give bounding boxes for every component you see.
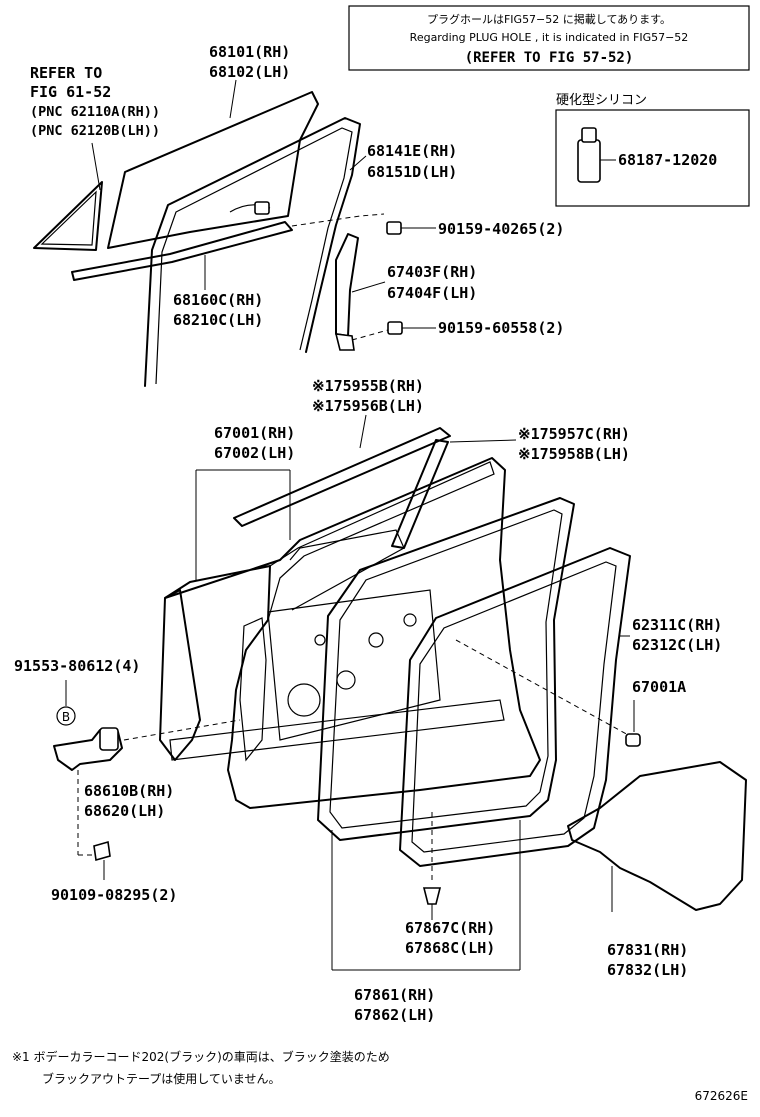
sealant-bottle-body [577, 139, 601, 183]
division-bar [335, 233, 359, 337]
footnote-line2: ブラックアウトテープは使用していません。 [42, 1071, 281, 1086]
footnote-line1: ※1 ボデーカラーコード202(ブラック)の車両は、ブラック塗装のため [12, 1049, 390, 1064]
label-67868c: 67868C(LH) [405, 939, 495, 957]
clip-dash [455, 639, 631, 737]
door-glass [107, 91, 319, 249]
hinge-dash [123, 719, 241, 741]
label-75956b: ※175956B(LH) [312, 397, 424, 415]
quarter-window-glass [33, 181, 103, 251]
label-67404f: 67404F(LH) [387, 284, 477, 302]
refer-note-line3: (PNC 62110A(RH)) [30, 104, 160, 120]
stripe-tape-upper [233, 427, 451, 527]
label-62312c: 62312C(LH) [632, 636, 722, 654]
door-window-frame [289, 529, 405, 611]
door-outer-panel [164, 457, 541, 809]
label-90159-60558: 90159-60558(2) [438, 319, 564, 337]
label-67867c: 67867C(RH) [405, 919, 495, 937]
label-68160c: 68160C(RH) [173, 291, 263, 309]
label-68141e: 68141E(RH) [367, 142, 457, 160]
label-68102: 68102(LH) [209, 63, 290, 81]
plug-hole-note-jp: プラグホールはFIG57−52 に掲載してあります。 [427, 12, 671, 26]
service-hole-4 [314, 634, 326, 646]
service-hole-3 [403, 613, 417, 627]
glass-run-channel [144, 117, 361, 387]
door-lower-edge [169, 699, 505, 761]
service-hole-cover [567, 761, 747, 911]
glass-run-channel-inner [155, 127, 353, 385]
sealant-box [555, 109, 750, 207]
label-90159-40265: 90159-40265(2) [438, 220, 564, 238]
label-62311c: 62311C(RH) [632, 616, 722, 634]
clip-67867 [422, 887, 442, 905]
plug-hole-note-en: Regarding PLUG HOLE , it is indicated in… [410, 31, 689, 44]
door-hinge [53, 729, 123, 771]
plug-hole-note-box [348, 5, 750, 71]
label-67001a: 67001A [632, 678, 686, 696]
sealant-title: 硬化型シリコン [556, 93, 647, 108]
label-67001: 67001(RH) [214, 424, 295, 442]
stripe-tape-pillar [391, 439, 449, 549]
bolt-b-dash [351, 329, 389, 341]
door-outer-skin-edge [159, 589, 201, 761]
service-hole-1 [336, 670, 356, 690]
opening-weatherstrip-inner [411, 561, 617, 853]
label-68610b: 68610B(RH) [84, 782, 174, 800]
door-glass-clip [254, 201, 270, 215]
label-68101: 68101(RH) [209, 43, 290, 61]
label-67403f: 67403F(RH) [387, 263, 477, 281]
bolt-90109-head [93, 840, 111, 862]
label-75955b: ※175955B(RH) [312, 377, 424, 395]
label-67002: 67002(LH) [214, 444, 295, 462]
diagram-id: 672626E [695, 1089, 748, 1103]
belt-moulding [71, 221, 293, 281]
quarter-window-inner [40, 190, 97, 246]
label-67861: 67861(RH) [354, 986, 435, 1004]
label-67832: 67832(LH) [607, 961, 688, 979]
sealant-bottle-cap [581, 127, 597, 143]
door-inner-panel [267, 589, 441, 741]
service-hole-2 [368, 632, 384, 648]
label-75958b: ※175958B(LH) [518, 445, 630, 463]
pillar-tape-leader [449, 439, 517, 443]
label-91553: 91553-80612(4) [14, 657, 140, 675]
bolt-b-marker-text: B [62, 710, 70, 724]
label-68151d: 68151D(LH) [367, 163, 457, 181]
door-hinge-pillar [239, 617, 267, 762]
speaker-hole [287, 683, 321, 717]
bolt-b-marker [56, 706, 76, 726]
label-68210c: 68210C(LH) [173, 311, 263, 329]
door-weatherstrip-inner [317, 497, 575, 841]
glass-leader [229, 79, 237, 119]
bolt-a-head [386, 221, 402, 235]
door-weatherstrip-inner-edge [329, 509, 563, 829]
refer-note-line1: REFER TO [30, 64, 102, 82]
bolt-b-head [387, 321, 403, 335]
refer-note-leader [91, 142, 101, 191]
label-90109: 90109-08295(2) [51, 886, 177, 904]
stripe-tape-leader [359, 414, 367, 449]
door-frame-upper [267, 461, 495, 621]
glass-run-leader [349, 155, 367, 171]
label-75957c: ※175957C(RH) [518, 425, 630, 443]
label-68620: 68620(LH) [84, 802, 165, 820]
label-68187-12020: 68187-12020 [618, 151, 717, 169]
plug-hole-note-ref: (REFER TO FIG 57-52) [465, 50, 634, 66]
clip-67001a [625, 733, 641, 747]
bolt-a-dash [291, 213, 385, 227]
refer-note-line4: (PNC 62120B(LH)) [30, 123, 160, 139]
label-67831: 67831(RH) [607, 941, 688, 959]
division-bar-leader [351, 281, 386, 293]
division-bar-bracket [334, 333, 355, 351]
opening-weatherstrip [399, 547, 631, 867]
hinge-pin-block [99, 727, 119, 751]
refer-note-line2: FIG 61-52 [30, 83, 111, 101]
label-67862: 67862(LH) [354, 1006, 435, 1024]
